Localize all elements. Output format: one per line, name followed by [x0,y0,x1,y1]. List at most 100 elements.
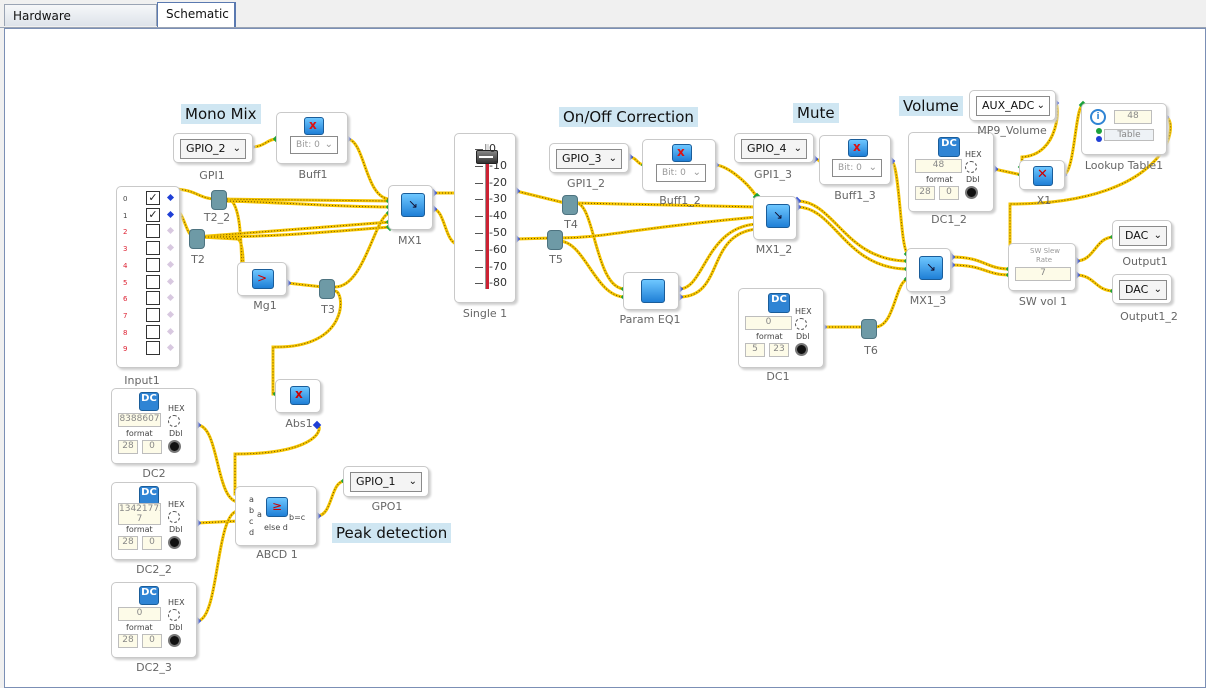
input-channel-checkbox[interactable] [146,324,160,339]
abcd-else-label: else d [264,523,288,532]
dc1-format-1[interactable]: 5 [745,343,765,357]
gpi1-3-block[interactable]: GPIO_4⌄ [734,133,814,163]
output-port[interactable] [166,310,175,318]
buff1-2-bit-dropdown[interactable]: Bit: 0⌄ [656,164,706,182]
dc1-block[interactable]: DC 0 format 5 23 HEX Dbl [738,288,824,368]
gpi1-2-block[interactable]: GPIO_3⌄ [549,143,629,173]
output1-2-dropdown[interactable]: DAC⌄ [1119,280,1167,300]
abs1-block[interactable]: x [275,379,321,413]
dc1-2-hex-toggle[interactable] [965,161,977,173]
dc2-dbl-toggle[interactable] [168,440,181,453]
dc2-3-format-1[interactable]: 28 [118,634,138,648]
dc2-format-2[interactable]: 0 [142,440,162,454]
dc1-2-value[interactable]: 48 [915,159,962,173]
gpi1-block[interactable]: GPIO_2⌄ [173,133,253,163]
node-t3[interactable] [319,279,335,299]
output1-block[interactable]: DAC⌄ [1112,220,1172,250]
output-port[interactable] [166,327,175,335]
input-channel-checkbox[interactable] [146,341,160,356]
input-channel-checkbox[interactable]: ✓ [146,191,160,205]
output-port[interactable] [312,420,322,430]
dc1-format-2[interactable]: 23 [769,343,789,357]
dc2-2-format-1[interactable]: 28 [118,536,138,550]
dc1-2-block[interactable]: DC 48 format 28 0 HEX Dbl [908,132,994,212]
lookup-table1-block[interactable]: i 48 Table [1081,103,1167,155]
dc2-format-1[interactable]: 28 [118,440,138,454]
gpi1-dropdown[interactable]: GPIO_2⌄ [180,139,246,159]
gpi1-2-dropdown[interactable]: GPIO_3⌄ [556,149,622,169]
node-t2-2[interactable] [211,190,227,210]
dc1-2-format-1[interactable]: 28 [915,186,935,200]
gpi1-3-dropdown[interactable]: GPIO_4⌄ [741,139,807,159]
mx1-caption: MX1 [397,234,423,247]
input-channel-checkbox[interactable] [146,307,160,322]
input-channel-checkbox[interactable] [146,291,160,306]
output-port[interactable] [166,227,175,235]
dc2-2-dbl-toggle[interactable] [168,536,181,549]
slider-tick-mark [475,199,483,201]
mx1-2-block[interactable]: ↘ [753,196,797,240]
output-port[interactable] [166,260,175,268]
dc2-3-block[interactable]: DC 0 format 28 0 HEX Dbl [111,582,197,658]
lookup-value[interactable]: 48 [1114,110,1152,124]
dc2-3-value[interactable]: 0 [118,607,161,621]
input-channel-checkbox[interactable] [146,274,160,289]
buff1-2-block[interactable]: x Bit: 0⌄ [642,139,716,191]
input-channel-checkbox[interactable] [146,224,160,239]
input-channel-checkbox[interactable] [146,257,160,272]
buff1-bit-dropdown[interactable]: Bit: 0⌄ [290,136,338,154]
dc2-hex-toggle[interactable] [168,415,180,427]
dc1-2-dbl-toggle[interactable] [965,186,978,199]
dc2-block[interactable]: DC 8388607 format 28 0 HEX Dbl [111,388,197,464]
abcd1-block[interactable]: a b c d ≥ a b=c else d [235,486,317,546]
dc2-3-format-2[interactable]: 0 [142,634,162,648]
output-port[interactable] [166,210,175,218]
volume-slider-thumb[interactable] [476,150,498,164]
dc2-2-format-2[interactable]: 0 [142,536,162,550]
mx1-block[interactable]: ↘ [388,185,433,230]
single1-block[interactable]: 0-10-20-30-40-50-60-70-80 [454,133,516,303]
output-port[interactable] [166,344,175,352]
output1-dropdown[interactable]: DAC⌄ [1119,226,1167,246]
dc2-value[interactable]: 8388607 [118,413,161,427]
gpo1-dropdown[interactable]: GPIO_1⌄ [350,472,422,492]
mp9-volume-dropdown[interactable]: AUX_ADC⌄ [976,96,1050,116]
buff1-block[interactable]: x Bit: 0⌄ [276,112,348,164]
volume-slider-track[interactable] [485,144,489,289]
mx1-3-block[interactable]: ↘ [906,248,951,292]
tab-schematic[interactable]: Schematic [157,2,236,27]
output-port[interactable] [166,277,175,285]
sw-rate-value[interactable]: 7 [1015,267,1071,281]
buff1-3-bit-dropdown[interactable]: Bit: 0⌄ [832,159,882,177]
dc1-2-format-2[interactable]: 0 [939,186,959,200]
dc1-value[interactable]: 0 [745,316,792,330]
node-t2[interactable] [189,229,205,249]
node-t5[interactable] [547,230,563,250]
sw-vol1-block[interactable]: SW Slew Rate 7 [1008,243,1076,291]
mg1-block[interactable]: > [237,262,287,296]
lookup-table-button[interactable]: Table [1104,129,1154,141]
gpo1-block[interactable]: GPIO_1⌄ [343,466,429,497]
tab-hardware-configuration[interactable]: Hardware Configuration [4,4,157,45]
schematic-canvas[interactable]: Mono Mix On/Off Correction Mute Volume P… [4,28,1206,688]
dc2-3-dbl-toggle[interactable] [168,634,181,647]
output1-2-block[interactable]: DAC⌄ [1112,274,1172,304]
dc2-2-hex-toggle[interactable] [168,511,180,523]
dc2-3-hex-toggle[interactable] [168,609,180,621]
x1-block[interactable]: ✕ [1019,160,1065,190]
output-port[interactable] [166,294,175,302]
node-t4[interactable] [562,195,578,215]
input-channel-checkbox[interactable] [146,241,160,256]
output-port[interactable] [166,193,175,202]
input-channel-checkbox[interactable]: ✓ [146,207,160,222]
buff1-3-block[interactable]: x Bit: 0⌄ [819,135,891,185]
dc1-hex-toggle[interactable] [795,318,807,330]
param-eq1-block[interactable] [623,272,679,310]
dc1-dbl-toggle[interactable] [795,343,808,356]
node-t6[interactable] [861,319,877,339]
output-port[interactable] [166,244,175,252]
mp9-volume-block[interactable]: AUX_ADC⌄ [969,90,1056,121]
